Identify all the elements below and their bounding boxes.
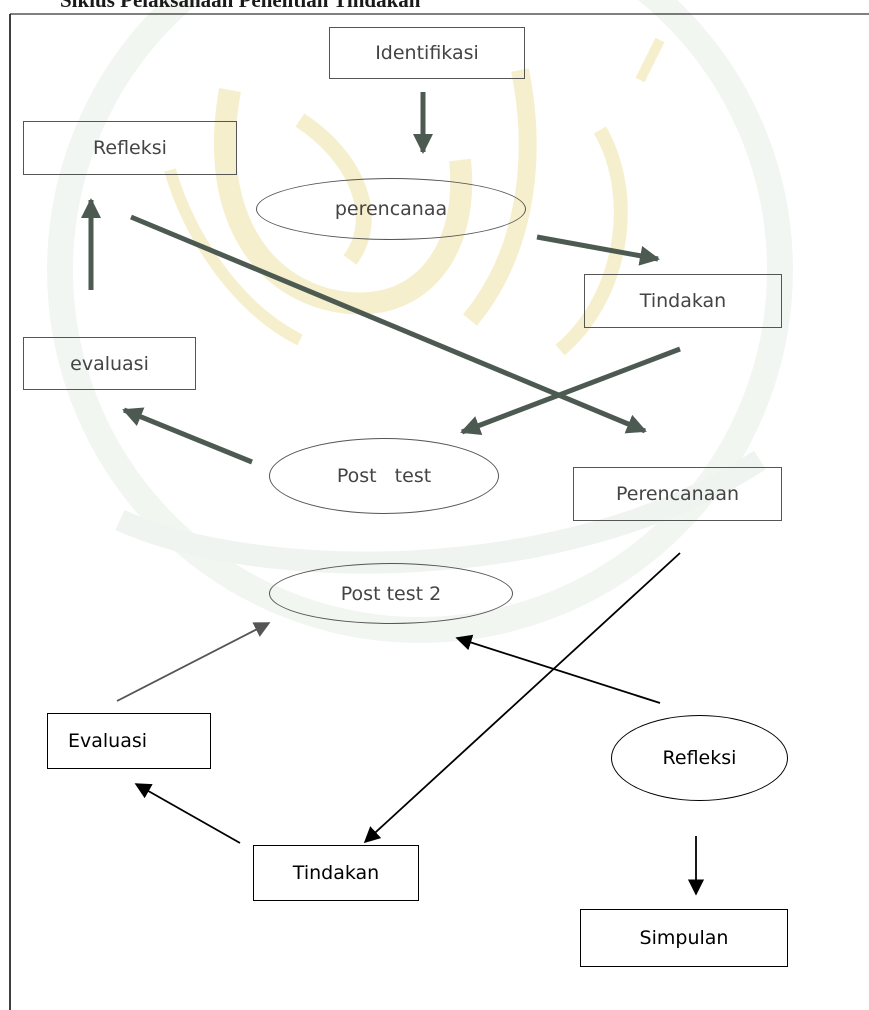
node-perencanaan-1: perencanaa	[256, 178, 526, 240]
node-simpulan: Simpulan	[580, 909, 788, 967]
node-post-test-2: Post test 2	[269, 563, 513, 624]
arrow-evaluasi2-to-posttest2	[116, 622, 271, 702]
arrow-refleksi-to-perencanaan2	[130, 214, 647, 434]
node-evaluasi-2: Evaluasi	[47, 713, 211, 769]
arrow-perencanaan-to-tindakan	[536, 234, 660, 266]
arrow-tindakan2-to-evaluasi2	[134, 783, 241, 844]
arrow-posttest-to-evaluasi	[122, 407, 253, 465]
node-perencanaan-2: Perencanaan	[573, 467, 782, 521]
arrow-refleksi2-to-posttest2	[455, 634, 661, 704]
arrow-perencanaan2-to-tindakan2	[363, 552, 681, 844]
page-heading: Siklus Pelaksanaan Penelitian Tindakan	[60, 0, 421, 12]
node-refleksi-2: Refleksi	[611, 715, 788, 801]
node-evaluasi-1: evaluasi	[23, 337, 196, 390]
node-refleksi-1: Refleksi	[23, 121, 237, 175]
node-identifikasi: Identifikasi	[329, 27, 525, 79]
node-tindakan-1: Tindakan	[584, 274, 782, 328]
arrow-tindakan-to-posttest	[460, 346, 681, 435]
node-post-test-1: Post test	[269, 438, 499, 514]
node-tindakan-2: Tindakan	[253, 845, 419, 901]
